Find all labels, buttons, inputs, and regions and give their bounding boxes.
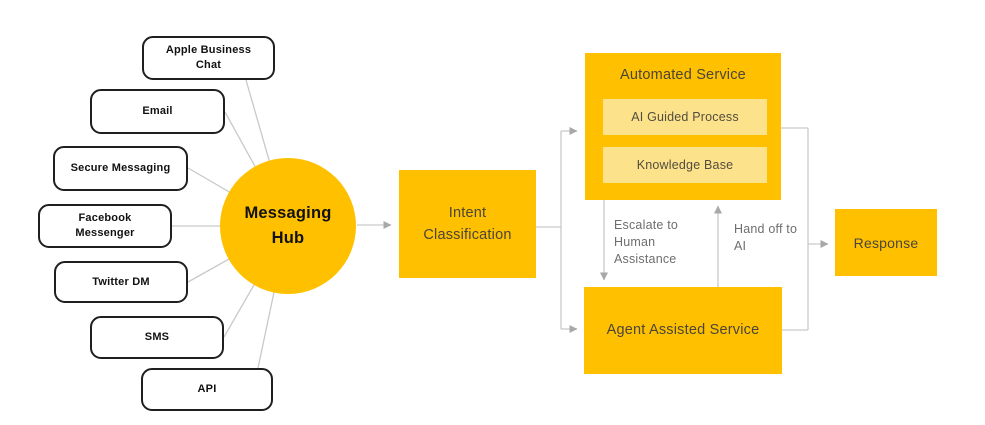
channel-label: Apple Business Chat [165,44,252,71]
agent-assisted-service-box: Agent Assisted Service [584,287,782,374]
agent-assisted-service-label: Agent Assisted Service [606,322,760,339]
channel-box-sms: SMS [90,316,224,359]
ai-guided-process-label: AI Guided Process [631,110,739,124]
channel-label: SMS [144,331,170,344]
messaging-hub-circle: Messaging Hub [220,158,356,294]
automated-service-title: Automated Service [620,67,746,83]
channel-box-facebook-messenger: Facebook Messenger [38,204,172,248]
channel-box-secure-messaging: Secure Messaging [53,146,188,191]
channel-box-email: Email [90,89,225,134]
messaging-hub-label: Messaging Hub [244,204,332,247]
escalate-edge-label: Escalate to Human Assistance [614,218,679,266]
channel-box-twitter-dm: Twitter DM [54,261,188,303]
automated-service-box: Automated Service AI Guided Process Know… [585,53,781,200]
channel-box-api: API [141,368,273,411]
response-label: Response [853,234,919,251]
handoff-edge-label: Hand off to AI [734,222,798,253]
channel-label: Facebook Messenger [75,212,135,239]
intent-classification-label: Intent Classification [423,204,512,243]
intent-classification-box: Intent Classification [399,170,536,278]
knowledge-base-box: Knowledge Base [603,147,767,183]
response-box: Response [835,209,937,276]
channel-label: Twitter DM [92,275,150,288]
ai-guided-process-box: AI Guided Process [603,99,767,135]
channel-label: Email [142,105,173,118]
channel-box-apple-business-chat: Apple Business Chat [142,36,275,80]
channel-label: API [197,383,217,396]
channel-label: Secure Messaging [70,162,171,175]
knowledge-base-label: Knowledge Base [636,158,734,172]
